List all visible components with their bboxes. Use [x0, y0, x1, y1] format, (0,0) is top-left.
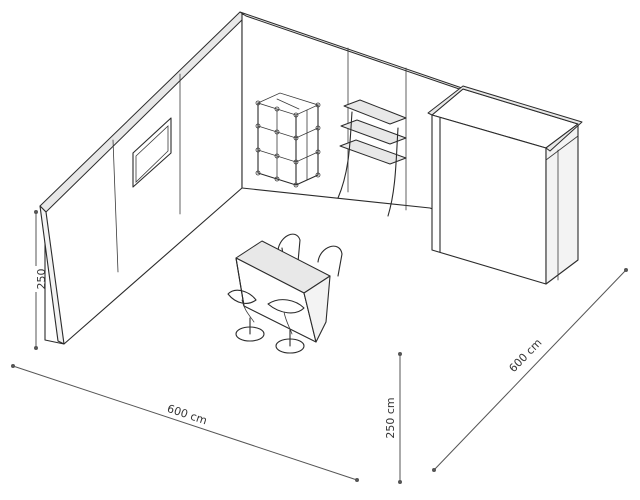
dimension-depth-right-label: 600 cm	[506, 336, 544, 375]
storage-room	[427, 85, 583, 285]
dimension-height-left: 250	[28, 210, 48, 350]
dimension-height-front: 250 cm	[384, 352, 402, 484]
dimension-height-left-label: 250	[35, 269, 48, 290]
dimension-height-front-label: 250 cm	[384, 397, 397, 438]
bar-stool-left	[227, 289, 265, 342]
dimension-width-front: 600 cm	[11, 364, 359, 482]
left-wall	[39, 11, 247, 345]
chair-back-right	[317, 245, 343, 277]
bar-stool-right	[267, 299, 305, 354]
dimension-depth-right: 600 cm	[432, 268, 628, 472]
cube-shelf	[255, 92, 321, 188]
wall-shelves	[337, 99, 407, 217]
wall-monitor	[132, 117, 172, 188]
